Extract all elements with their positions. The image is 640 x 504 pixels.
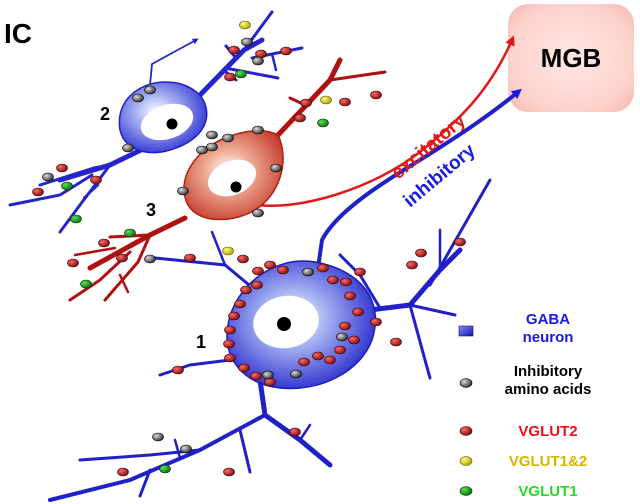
vglut1-terminal-swatch	[459, 486, 473, 496]
legend-label-vglut1and2: VGLUT1&2	[509, 453, 587, 470]
legend: GABA neuron Inhibitory amino acids VGLUT…	[458, 311, 592, 500]
legend-label-inhibitory-line2: amino acids	[505, 381, 592, 398]
legend-item-vglut2: VGLUT2	[459, 423, 578, 440]
legend-item-vglut1: VGLUT1	[459, 483, 578, 500]
legend-item-inhibitory: Inhibitory amino acids	[459, 363, 592, 398]
neuron-2	[8, 10, 304, 234]
legend-label-vglut1: VGLUT1	[518, 483, 577, 500]
vglut2-terminal-swatch	[459, 426, 473, 436]
gaba-neuron-swatch	[458, 325, 474, 337]
neuron-label-3: 3	[146, 200, 156, 220]
legend-label-gaba-line1: GABA	[526, 311, 570, 328]
ic-region-label: IC	[4, 18, 32, 49]
legend-item-vglut1and2: VGLUT1&2	[459, 453, 587, 470]
legend-label-inhibitory-line1: Inhibitory	[514, 363, 583, 380]
mgb-label: MGB	[541, 43, 602, 73]
neuron-label-1: 1	[196, 332, 206, 352]
neuron-label-2: 2	[100, 104, 110, 124]
terminal-boutons	[32, 20, 466, 477]
legend-item-gaba: GABA neuron	[458, 311, 574, 346]
legend-label-vglut2: VGLUT2	[518, 423, 577, 440]
neuron-1	[48, 88, 522, 502]
legend-label-gaba-line2: neuron	[523, 329, 574, 346]
mgb-region-box	[508, 4, 634, 112]
inhibitory-terminal-swatch	[459, 378, 473, 388]
vglut1and2-terminal-swatch	[459, 456, 473, 466]
